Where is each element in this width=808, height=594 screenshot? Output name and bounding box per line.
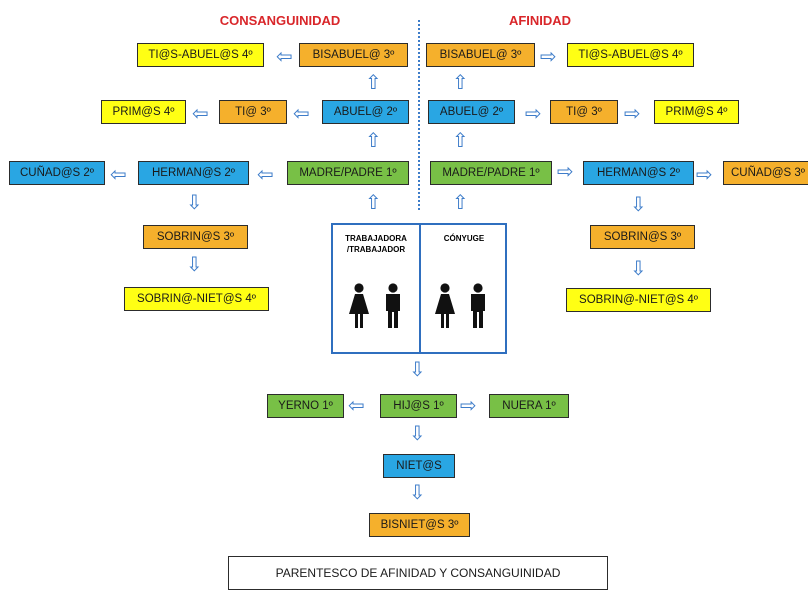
arrow-right-icon: ⇨ (460, 395, 477, 417)
arrow-up-icon: ⇧ (452, 72, 469, 94)
box-left-tia: TI@ 3º (219, 100, 287, 124)
box-right-tias-abuelas: TI@S-ABUEL@S 4º (567, 43, 694, 67)
divider-dotted-line (418, 20, 420, 210)
arrow-down-icon: ⇩ (409, 423, 426, 445)
box-nuera: NUERA 1º (489, 394, 569, 418)
box-left-sobrino-nietos: SOBRIN@-NIET@S 4º (124, 287, 269, 311)
arrow-down-icon: ⇩ (409, 359, 426, 381)
box-left-bisabuela: BISABUEL@ 3º (299, 43, 408, 67)
heading-consanguinidad: CONSANGUINIDAD (219, 13, 341, 28)
heading-afinidad: AFINIDAD (508, 13, 572, 28)
arrow-left-icon: ⇦ (276, 46, 293, 68)
arrow-down-icon: ⇩ (186, 192, 203, 214)
arrow-left-icon: ⇦ (293, 103, 310, 125)
box-nietos: NIET@S (383, 454, 455, 478)
trabajador-label: TRABAJADORA /TRABAJADOR (345, 234, 407, 254)
arrow-up-icon: ⇧ (365, 130, 382, 152)
box-left-madre-padre: MADRE/PADRE 1º (287, 161, 409, 185)
woman-icon (349, 283, 369, 328)
man-icon (386, 283, 400, 328)
box-yerno: YERNO 1º (267, 394, 344, 418)
arrow-left-icon: ⇦ (192, 103, 209, 125)
box-right-cunados: CUÑAD@S 3º (723, 161, 808, 185)
box-right-madre-padre: MADRE/PADRE 1º (430, 161, 552, 185)
arrow-left-icon: ⇦ (348, 395, 365, 417)
box-right-primos: PRIM@S 4º (654, 100, 739, 124)
arrow-up-icon: ⇧ (452, 192, 469, 214)
box-left-abuela: ABUEL@ 2º (322, 100, 409, 124)
box-hijos: HIJ@S 1º (380, 394, 457, 418)
couple-divider (419, 225, 421, 352)
box-right-sobrino-nietos: SOBRIN@-NIET@S 4º (566, 288, 711, 312)
box-right-bisabuela: BISABUEL@ 3º (426, 43, 535, 67)
footer-title: PARENTESCO DE AFINIDAD Y CONSANGUINIDAD (228, 556, 608, 590)
arrow-down-icon: ⇩ (409, 482, 426, 504)
arrow-up-icon: ⇧ (365, 72, 382, 94)
arrow-left-icon: ⇦ (257, 164, 274, 186)
arrow-up-icon: ⇧ (452, 130, 469, 152)
man-icon (471, 283, 485, 328)
arrow-down-icon: ⇩ (630, 194, 647, 216)
arrow-right-icon: ⇨ (624, 103, 641, 125)
box-right-abuela: ABUEL@ 2º (428, 100, 515, 124)
arrow-right-icon: ⇨ (540, 46, 557, 68)
box-right-sobrinos: SOBRIN@S 3º (590, 225, 695, 249)
box-bisnietos: BISNIET@S 3º (369, 513, 470, 537)
box-right-tia: TI@ 3º (550, 100, 618, 124)
box-right-hermanos: HERMAN@S 2º (583, 161, 694, 185)
woman-icon (435, 283, 455, 328)
conyuge-label: CÓNYUGE (443, 234, 485, 243)
couple-frame: TRABAJADORA /TRABAJADOR CÓNYUGE (331, 223, 507, 354)
box-left-sobrinos: SOBRIN@S 3º (143, 225, 248, 249)
arrow-up-icon: ⇧ (365, 192, 382, 214)
arrow-left-icon: ⇦ (110, 164, 127, 186)
arrow-down-icon: ⇩ (186, 254, 203, 276)
box-left-cunados: CUÑAD@S 2º (9, 161, 105, 185)
box-left-hermanos: HERMAN@S 2º (138, 161, 249, 185)
arrow-down-icon: ⇩ (630, 258, 647, 280)
arrow-right-icon: ⇨ (696, 164, 713, 186)
arrow-right-icon: ⇨ (557, 161, 574, 183)
box-left-primos: PRIM@S 4º (101, 100, 186, 124)
box-left-tias-abuelas: TI@S-ABUEL@S 4º (137, 43, 264, 67)
arrow-right-icon: ⇨ (525, 103, 542, 125)
